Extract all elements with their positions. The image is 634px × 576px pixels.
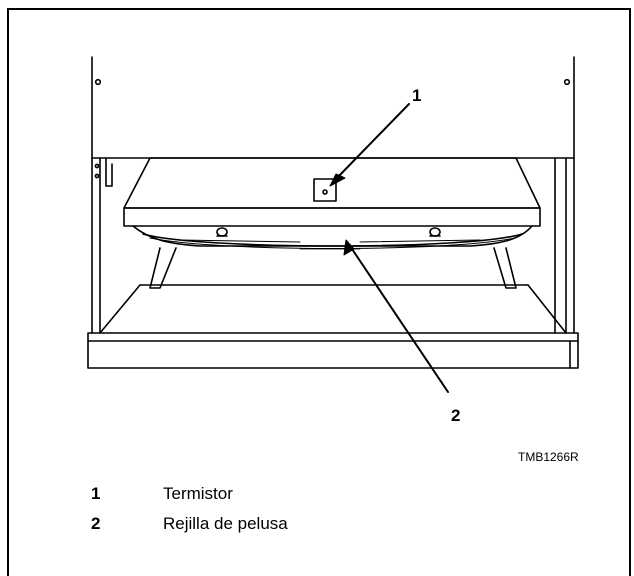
thermistor [313,178,337,202]
screw-hole [94,78,102,86]
legend-label: Termistor [163,484,233,503]
base-ledge [87,332,579,369]
callout-number-2: 2 [451,406,461,425]
screw-hole [563,78,571,86]
lint-housing [123,157,541,227]
figure-frame [7,8,631,576]
legend-item: 2 Rejilla de pelusa [91,514,288,534]
legend-number: 1 [91,484,101,503]
callout-arrow-1 [329,103,410,187]
legend-label: Rejilla de pelusa [163,514,288,533]
support-legs [149,247,517,289]
compartment-walls [91,157,575,334]
callout-number-1: 1 [412,86,422,105]
lint-screen [132,225,533,250]
figure-code: TMB1266R [518,450,579,464]
upper-cabinet-panel [91,56,575,159]
legend-number: 2 [91,514,101,533]
callout-arrow-2 [343,239,449,393]
legend-item: 1 Termistor [91,484,233,504]
